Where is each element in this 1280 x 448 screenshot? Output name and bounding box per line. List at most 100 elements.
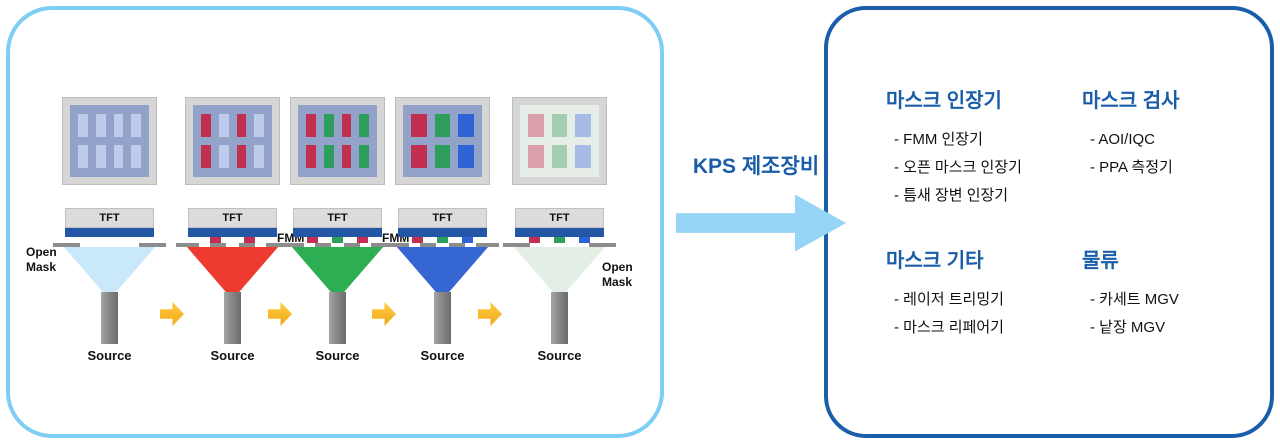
section-mask-etc: 마스크 기타 - 레이저 트리밍기- 마스크 리페어기 [886,244,1004,342]
pixel-cell-blank [78,114,88,137]
mask-segment [176,243,199,247]
pixel-cell-blank [218,114,229,137]
backplane-layer [65,228,154,237]
section-item-list: - 레이저 트리밍기 - 마스크 리페어기 [886,286,1004,342]
substrate-panel [185,97,280,185]
evaporation-cone [513,247,606,292]
pixel-cell-blank [254,114,264,137]
pixel-cell-red [341,114,352,137]
deposit-green [437,237,448,243]
pixel-cell-red [411,145,427,168]
kps-equipment-label: KPS 제조장비 [692,155,820,178]
mask-segment [588,243,616,247]
mask-segment [138,243,166,247]
pixel-cell-pale_red [528,145,544,168]
source-label: Source [210,348,255,363]
mask-plate [503,243,616,247]
pixel-cell-green [323,114,334,137]
pixel-cell-blank [131,145,141,168]
source-label: Source [87,348,132,363]
stage-red-fmm-deposition: TFT Source FMM [176,97,304,382]
pixel-grid [306,114,369,168]
deposit-red [210,237,222,243]
substrate-surface [70,105,149,177]
source-column [224,292,241,344]
substrate-surface [520,105,599,177]
evaporation-cone [396,247,489,292]
pixel-cell-red [341,145,352,168]
kps-equipment-arrow-icon [676,194,846,252]
mask-segment [53,243,81,247]
section-title: 마스크 검사 [1082,90,1180,112]
tft-layer: TFT [65,208,154,228]
next-step-arrow-icon [160,302,184,326]
tft-layer: TFT [515,208,604,228]
stages-area: TFT Source Open Mask TFT Source FMM [10,10,660,434]
mask-plate [53,243,166,247]
process-panel: TFT Source Open Mask TFT Source FMM [6,6,664,438]
deposit-green [332,237,343,243]
pixel-grid [528,114,591,168]
pixel-cell-red [411,114,427,137]
mask-plate [176,243,289,247]
section-item-list: - 카세트 MGV- 낱장 MGV [1082,286,1179,342]
pixel-cell-red [236,114,247,137]
substrate-panel [62,97,157,185]
equipment-item: - 레이저 트리밍기 [894,291,1004,308]
stage-blue-fmm-deposition: TFT Source [386,97,499,382]
pixel-cell-green [359,114,369,137]
mask-segment [371,243,394,247]
deposit-red [412,237,423,243]
section-item-list: - FMM 인장기- 오픈 마스크 인장기- 틈새 장변 인장기 [886,126,1022,210]
pixel-cell-pale_red [528,114,544,137]
tft-label: TFT [327,212,348,224]
deposit-red [243,237,255,243]
substrate-panel [512,97,607,185]
source-label: Source [420,348,465,363]
pixel-grid [201,114,264,168]
deposit-row [293,237,382,243]
evaporation-cone [63,247,156,292]
deposit-row [188,237,277,243]
section-mask-tensioner: 마스크 인장기 - FMM 인장기- 오픈 마스크 인장기- 틈새 장변 인장기 [886,84,1022,210]
backplane-layer [515,228,604,237]
mask-segment [314,243,331,247]
source-label: Source [315,348,360,363]
pixel-cell-blank [131,114,141,137]
mask-plate [386,243,499,247]
section-mask-inspection: 마스크 검사 - AOI/IQC- PPA 측정기 [1082,84,1180,182]
mask-segment [281,243,304,247]
pixel-cell-green [434,114,451,137]
tft-label: TFT [99,212,120,224]
pixel-cell-pale_blue [575,114,591,137]
stage-green-fmm-deposition: TFT Source FMM [281,97,409,382]
backplane-layer [398,228,487,237]
pixel-cell-red [306,114,316,137]
mask-segment [386,243,409,247]
section-logistics: 물류 - 카세트 MGV- 낱장 MGV [1082,244,1179,342]
mask-type-label: Open Mask [602,260,633,289]
mask-segment [209,243,226,247]
mask-segment [344,243,361,247]
pixel-cell-red [201,114,211,137]
pixel-cell-blank [113,145,124,168]
mask-segment [476,243,499,247]
equipment-item: - 마스크 리페어기 [894,319,1004,336]
equipment-item: - FMM 인장기 [894,131,983,148]
equipment-item: - 오픈 마스크 인장기 [894,159,1022,176]
equipment-item: - 낱장 MGV [1090,319,1166,336]
deposit-blue [579,237,590,243]
pixel-cell-green [323,145,334,168]
pixel-grid [78,114,141,168]
evaporation-cone [291,247,384,292]
pixel-cell-blank [254,145,264,168]
evaporation-cone [186,247,279,292]
pixel-cell-blank [113,114,124,137]
pixel-cell-blank [95,114,106,137]
pixel-cell-pale_green [551,114,568,137]
backplane-layer [188,228,277,237]
tft-layer: TFT [188,208,277,228]
equipment-panel: 마스크 인장기 - FMM 인장기- 오픈 마스크 인장기- 틈새 장변 인장기… [824,6,1274,438]
mask-segment [419,243,436,247]
pixel-cell-green [434,145,451,168]
